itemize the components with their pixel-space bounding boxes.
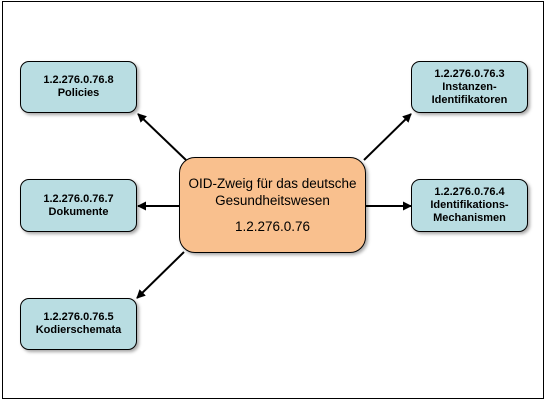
- node-dokumente: 1.2.276.0.76.7 Dokumente: [20, 179, 137, 232]
- center-oid: 1.2.276.0.76: [234, 219, 311, 234]
- arrow-to-policies: [137, 113, 187, 161]
- node-identifikation-label-line2: Mechanismen: [433, 212, 506, 224]
- center-title-line2: Gesundheitswesen: [215, 193, 330, 208]
- node-instanzen-label-line2: Identifikatoren: [431, 93, 508, 106]
- node-identifikation-label-line1: Identifikations-: [430, 199, 509, 211]
- node-policies-label: Policies: [57, 87, 100, 99]
- node-policies-oid: 1.2.276.0.76.8: [43, 74, 114, 86]
- arrow-to-kodierschemata: [136, 251, 185, 299]
- node-identifikations-mechanismen: 1.2.276.0.76.4 Identifikations- Mechanis…: [411, 179, 528, 232]
- arrow-to-instanzen: [363, 113, 412, 161]
- node-instanzen-identifikatoren: 1.2.276.0.76.3 Instanzen- Identifikatore…: [411, 61, 528, 113]
- node-kodierschemata-oid: 1.2.276.0.76.5: [43, 311, 114, 323]
- node-dokumente-oid: 1.2.276.0.76.7: [43, 192, 114, 205]
- center-title-line1: OID-Zweig für das deutsche: [188, 176, 357, 191]
- node-policies: 1.2.276.0.76.8 Policies: [20, 61, 137, 113]
- node-dokumente-label: Dokumente: [48, 205, 109, 218]
- node-identifikation-oid: 1.2.276.0.76.4: [434, 186, 505, 198]
- node-instanzen-oid: 1.2.276.0.76.3: [434, 67, 505, 80]
- node-kodierschemata: 1.2.276.0.76.5 Kodierschemata: [20, 298, 137, 350]
- node-instanzen-label-line1: Instanzen-: [442, 80, 497, 93]
- diagram-frame: [2, 1, 544, 399]
- node-kodierschemata-label: Kodierschemata: [35, 324, 122, 336]
- center-node-oid-branch: OID-Zweig für das deutsche Gesundheitswe…: [179, 157, 366, 253]
